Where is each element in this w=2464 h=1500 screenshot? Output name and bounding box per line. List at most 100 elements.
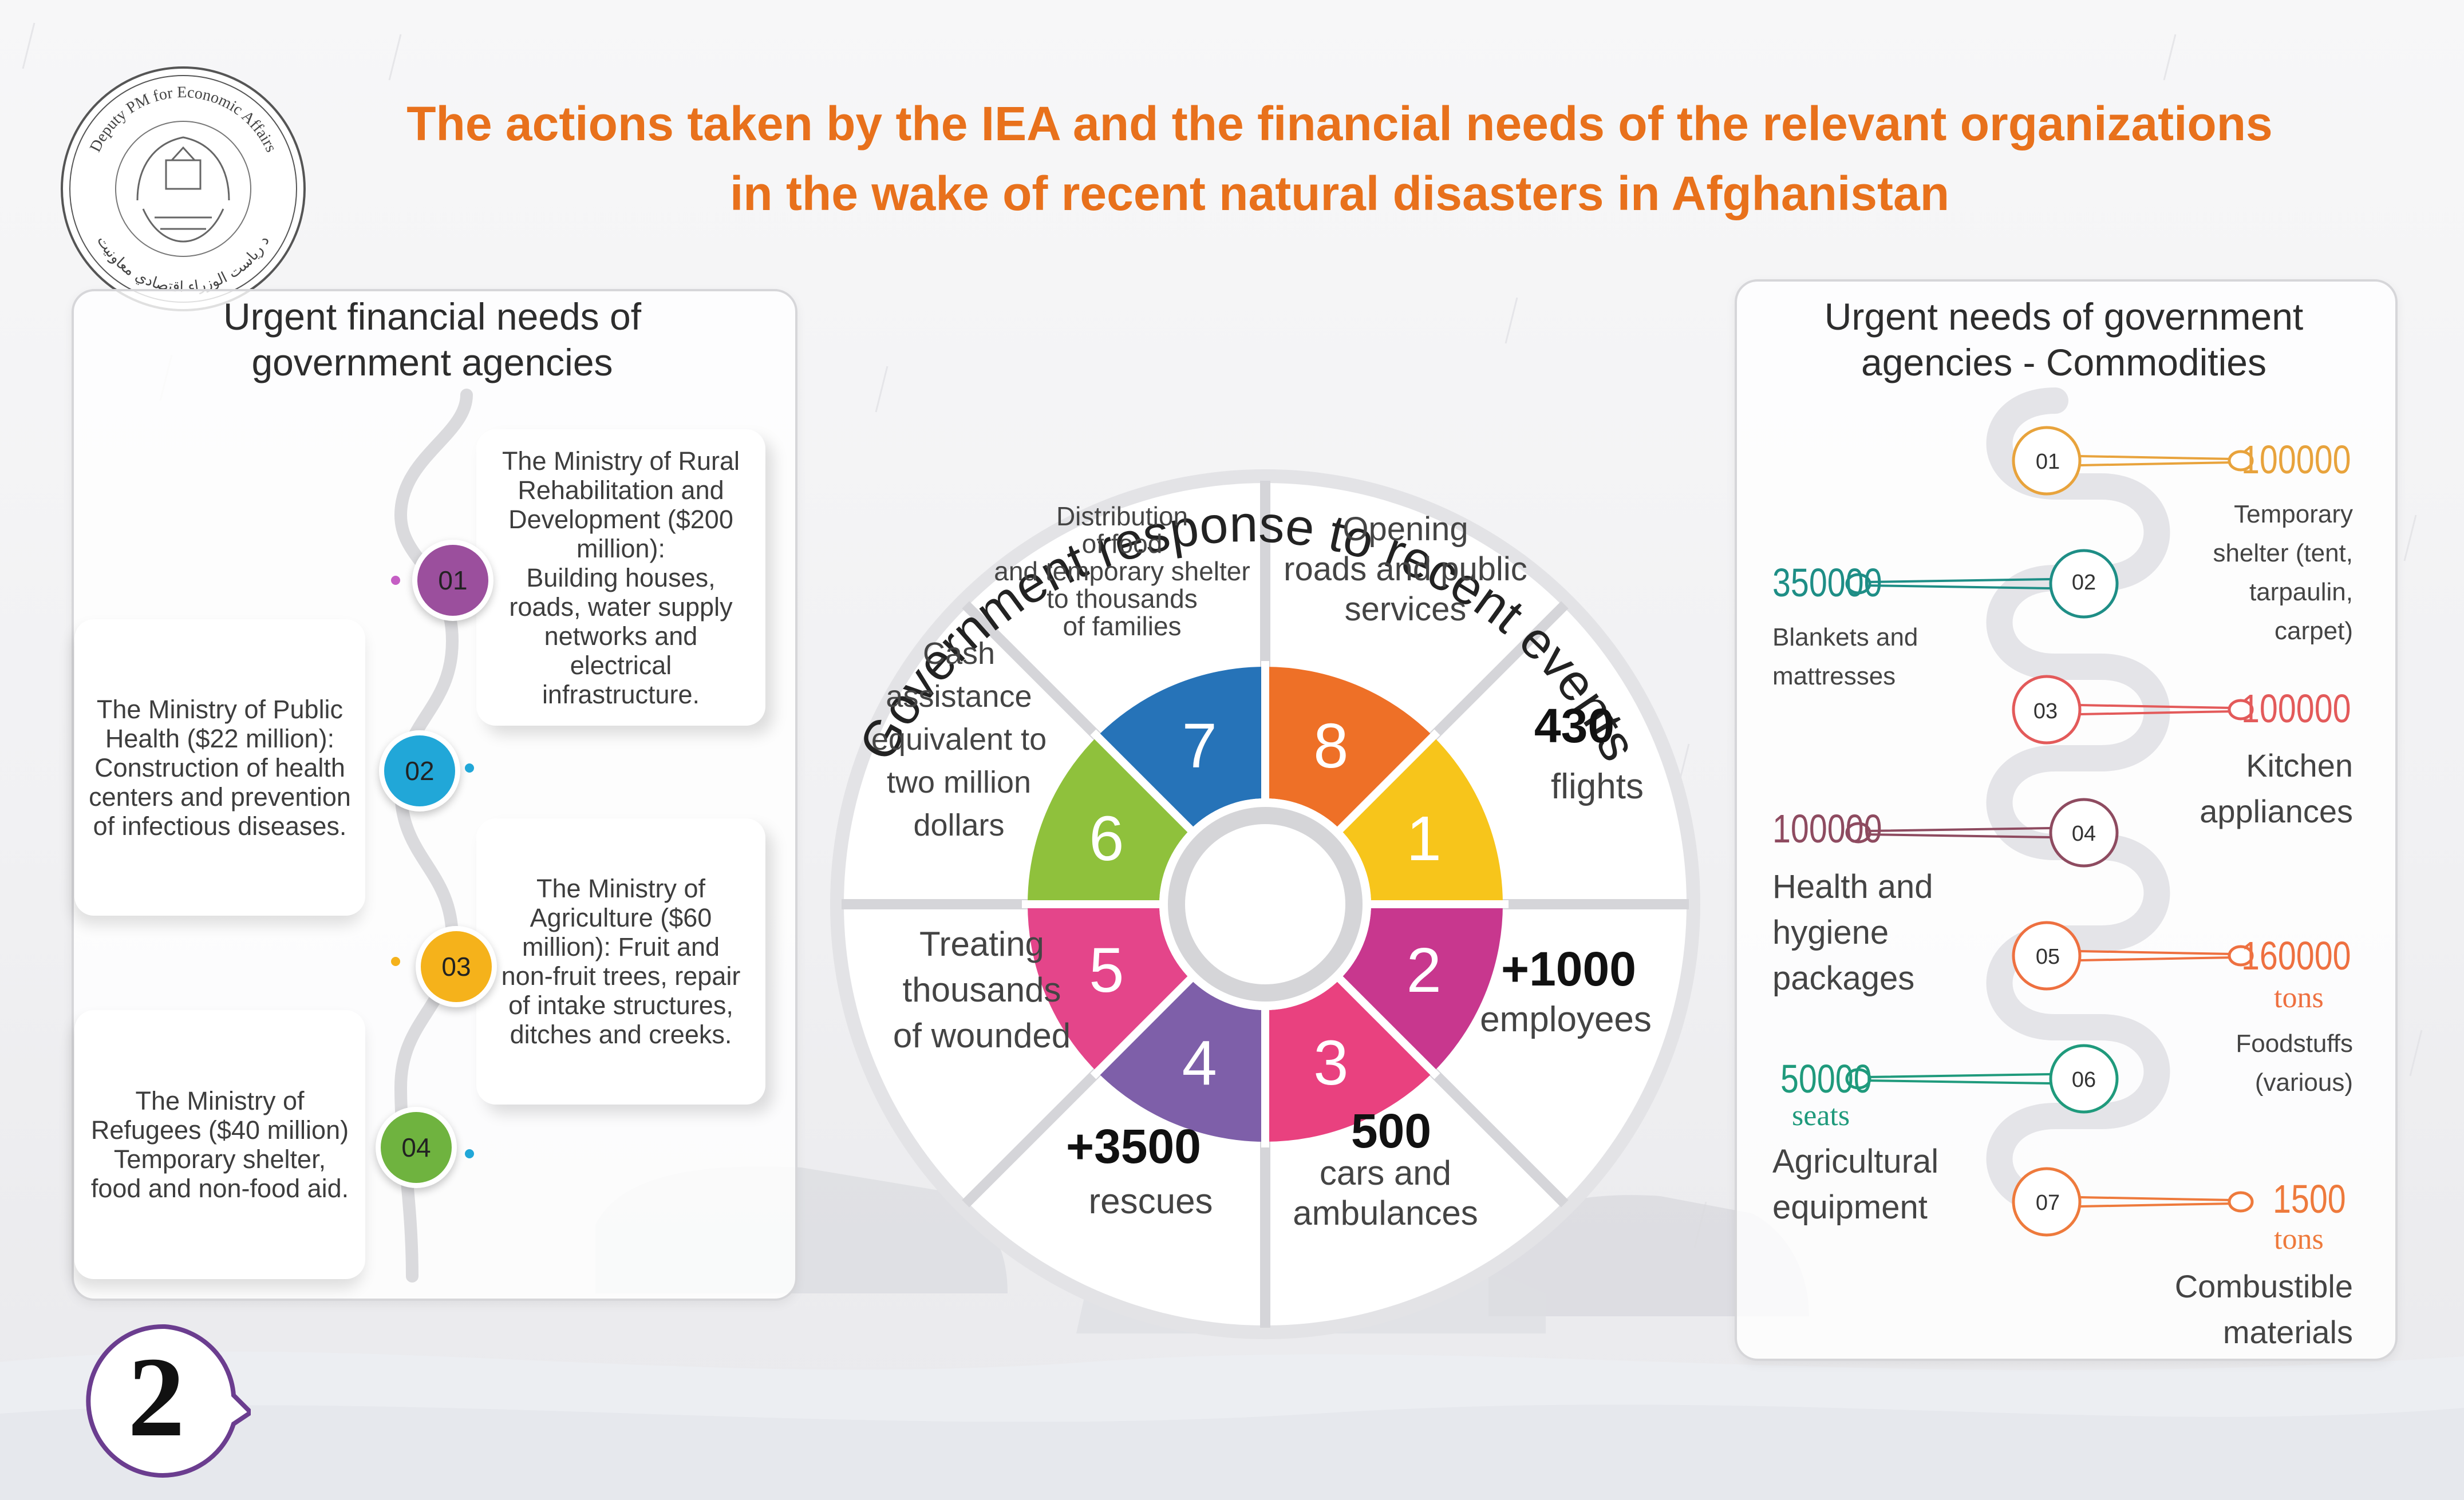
- card-line: Temporary shelter,: [113, 1145, 326, 1174]
- label-line: roads and public: [1284, 551, 1527, 588]
- commodity-pin-circle: [2049, 798, 2119, 868]
- commodity-value-01: 100000: [2241, 437, 2351, 482]
- wheel-center-ring: [1168, 807, 1363, 1002]
- label-line: Health and: [1772, 868, 1933, 905]
- card-line: electrical: [570, 650, 672, 680]
- step-dot: [465, 763, 474, 773]
- ministry-card-rural-rehabilitation: The Ministry of Rural Rehabilitation and…: [476, 429, 765, 726]
- wheel-label-6: Cash assistance equivalent to two millio…: [856, 632, 1062, 847]
- commodity-pin-ring: [1845, 573, 1871, 595]
- wheel-value-1: 430: [1534, 699, 1615, 753]
- wheel-segment-gap: [1335, 974, 1440, 1079]
- step-badge-04: 04: [376, 1107, 457, 1188]
- label-line: Treating: [919, 925, 1044, 963]
- step-dot: [465, 1149, 474, 1158]
- label-line: rescues: [1088, 1182, 1213, 1221]
- commodity-pin-circle: [2012, 675, 2082, 745]
- wheel-center: [1159, 798, 1371, 1010]
- commodity-label-05: Foodstuffs (various): [2153, 1024, 2353, 1102]
- label-line: Combustible: [2174, 1268, 2353, 1304]
- step-badge-03: 03: [416, 926, 497, 1007]
- wheel-segment-number-5: 5: [1089, 935, 1124, 1006]
- commodity-label-02: Blankets and mattresses: [1772, 618, 2001, 696]
- commodity-pin-circle: [2012, 1167, 2082, 1237]
- wheel-segment-number-7: 7: [1182, 711, 1217, 781]
- card-line: non-fruit trees, repair: [501, 961, 741, 991]
- label-line: to thousands: [1047, 584, 1198, 614]
- step-dot: [391, 957, 400, 966]
- commodity-value-07: 1500: [2273, 1177, 2346, 1221]
- commodity-label-07: Combustible materials: [2118, 1264, 2353, 1355]
- label-line: equivalent to: [871, 722, 1047, 757]
- wheel-segment-5: [1028, 904, 1191, 1072]
- commodity-pin-stem: [2079, 1196, 2234, 1208]
- wheel-segment-8: [1265, 667, 1434, 830]
- label-line: flights: [1551, 767, 1644, 806]
- commodity-label-06: Agricultural equipment: [1772, 1139, 2001, 1230]
- commodity-value-02: 350000: [1772, 560, 1882, 605]
- label-line: hygiene: [1772, 914, 1889, 951]
- commodity-label-03: Kitchen appliances: [2153, 743, 2353, 834]
- commodity-num-01: 01: [2035, 450, 2060, 474]
- card-line: Refugees ($40 million): [90, 1115, 349, 1145]
- label-line: of wounded: [893, 1016, 1071, 1055]
- card-line: The Ministry of Public: [96, 694, 343, 724]
- wheel-segment-gap: [1090, 729, 1195, 834]
- label-line: services: [1344, 591, 1467, 628]
- wheel-segment-4: [1097, 979, 1265, 1142]
- commodity-pin-stem: [2079, 950, 2234, 961]
- commodity-num-05: 05: [2035, 945, 2060, 969]
- card-line: million): Fruit and: [522, 932, 720, 961]
- card-line: food and non-food aid.: [90, 1174, 349, 1203]
- wheel-segment-gap: [1335, 729, 1440, 834]
- label-line: Distribution: [1056, 501, 1188, 531]
- commodity-num-07: 07: [2035, 1191, 2060, 1215]
- card-line: Construction of health: [94, 753, 345, 782]
- commodity-label-01: Temporary shelter (tent, tarpaulin, carp…: [2141, 495, 2353, 651]
- label-line: Kitchen: [2246, 747, 2353, 783]
- label-line: of food: [1081, 529, 1163, 559]
- page-title: The actions taken by the IEA and the fin…: [321, 89, 2359, 228]
- label-line: shelter (tent,: [2213, 539, 2353, 567]
- wheel-label-1: flights: [1511, 767, 1683, 807]
- commodity-pin-ring: [1845, 822, 1871, 844]
- commodity-label-04: Health and hygiene packages: [1772, 864, 2001, 1002]
- wheel-label-8: Opening roads and public services: [1274, 509, 1537, 630]
- commodity-pin-circle: [2049, 549, 2119, 619]
- commodity-pin-stem: [2079, 455, 2234, 466]
- card-line: The Ministry of: [135, 1086, 305, 1115]
- wheel-value-2: +1000: [1501, 942, 1636, 996]
- label-line: packages: [1772, 960, 1915, 997]
- label-line: Agricultural: [1772, 1143, 1939, 1180]
- commodity-pin-ring: [2228, 450, 2254, 472]
- card-line: ditches and creeks.: [510, 1020, 732, 1049]
- step-badge-02: 02: [379, 730, 460, 812]
- wheel-segment-number-2: 2: [1407, 935, 1442, 1006]
- label-line: of families: [1063, 611, 1182, 641]
- commodity-pin-ring: [2228, 1191, 2254, 1213]
- label-line: employees: [1480, 1000, 1652, 1039]
- commodity-pin-circle: [2049, 1044, 2119, 1114]
- label-line: Blankets and: [1772, 623, 1918, 651]
- commodities-title: Urgent needs of government agencies - Co…: [1735, 294, 2393, 385]
- wheel-segment-gap: [1090, 974, 1195, 1079]
- label-line: Foodstuffs: [2236, 1030, 2353, 1058]
- card-line: The Ministry of: [536, 874, 706, 903]
- wheel-segment-number-3: 3: [1313, 1028, 1348, 1098]
- label-line: dollars: [913, 808, 1005, 842]
- wheel-segment-number-4: 4: [1182, 1028, 1217, 1098]
- wheel-label-3: cars and ambulances: [1265, 1153, 1506, 1233]
- commodities-track: [1845, 387, 2254, 1237]
- wheel-segment-2: [1340, 904, 1503, 1072]
- commodity-unit-07: tons: [2274, 1223, 2324, 1256]
- label-line: two million: [886, 765, 1032, 800]
- ministry-card-refugees: The Ministry of Refugees ($40 million) T…: [74, 1010, 365, 1279]
- card-line: roads, water supply: [509, 592, 733, 622]
- label-line: materials: [2222, 1314, 2353, 1350]
- wheel-label-7: Distribution of food and temporary shelt…: [973, 502, 1271, 640]
- title-line-2: in the wake of recent natural disasters …: [729, 167, 1950, 220]
- commodity-pin-ring: [1845, 1068, 1871, 1090]
- wheel-segment-number-6: 6: [1089, 804, 1124, 874]
- commodity-pin-circle: [2012, 921, 2082, 991]
- ministry-card-agriculture: The Ministry of Agriculture ($60 million…: [476, 818, 765, 1105]
